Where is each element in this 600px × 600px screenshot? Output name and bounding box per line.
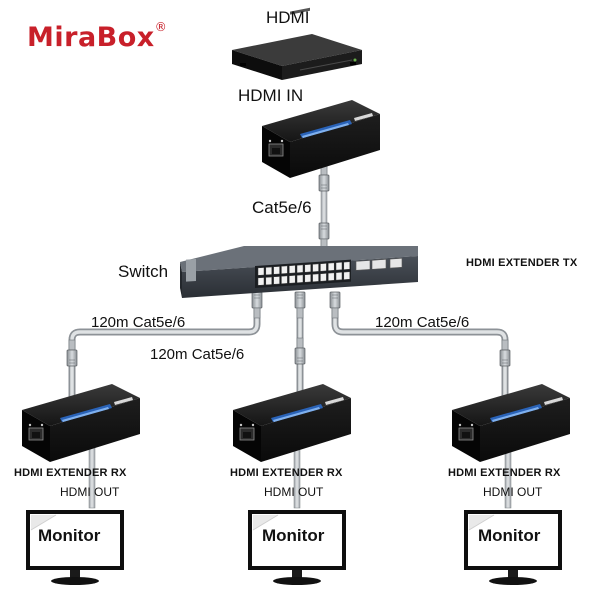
- switch-port: [257, 277, 265, 286]
- switch-label: Switch: [118, 262, 169, 281]
- switch-port-grid: [257, 261, 351, 286]
- brand-logo: MiraBox®: [27, 20, 168, 53]
- hdmi-player-icon: [232, 7, 362, 80]
- receiver-label-1: HDMI EXTENDER RX: [14, 467, 127, 479]
- source-label: HDMI: [266, 8, 310, 27]
- switch-port: [343, 271, 351, 280]
- receiver-label-3: HDMI EXTENDER RX: [448, 467, 561, 479]
- hdmi-in-label: HDMI IN: [238, 86, 304, 105]
- switch-port: [304, 264, 312, 273]
- switch-port: [288, 275, 296, 284]
- brand-name: MiraBox: [27, 22, 155, 53]
- switch-port: [343, 261, 351, 270]
- monitor-label-3: Monitor: [478, 526, 541, 545]
- switch-port: [320, 273, 327, 282]
- switch-port: [296, 274, 304, 284]
- switch-port: [320, 263, 327, 272]
- switch-port: [257, 267, 265, 276]
- uplink-cable-label: Cat5e/6: [252, 198, 312, 217]
- switch-port: [327, 272, 335, 281]
- switch-port: [273, 266, 280, 275]
- hdmi-out-label-1: HDMI OUT: [60, 485, 120, 499]
- brand-registered-mark: ®: [154, 20, 168, 34]
- hdmi-out-label-3: HDMI OUT: [483, 485, 543, 499]
- link-label-left: 120m Cat5e/6: [91, 314, 186, 331]
- switch-port: [296, 264, 304, 274]
- switch-port: [312, 273, 319, 283]
- link-label-center: 120m Cat5e/6: [150, 346, 245, 363]
- switch-port: [281, 275, 288, 285]
- link-label-right: 120m Cat5e/6: [375, 314, 470, 331]
- switch-port: [312, 263, 319, 273]
- switch-port: [304, 274, 312, 283]
- switch-port: [288, 265, 296, 274]
- switch-port: [265, 266, 273, 276]
- switch-port: [335, 262, 343, 271]
- monitor-label-1: Monitor: [38, 526, 101, 545]
- switch-port: [335, 272, 343, 281]
- switch-port: [281, 265, 288, 275]
- switch-port: [265, 276, 273, 286]
- transmitter-label: HDMI EXTENDER TX: [466, 257, 578, 269]
- hdmi-out-label-2: HDMI OUT: [264, 485, 324, 499]
- switch-port: [273, 276, 280, 285]
- monitor-label-2: Monitor: [262, 526, 325, 545]
- switch-port: [327, 262, 335, 271]
- receiver-label-2: HDMI EXTENDER RX: [230, 467, 343, 479]
